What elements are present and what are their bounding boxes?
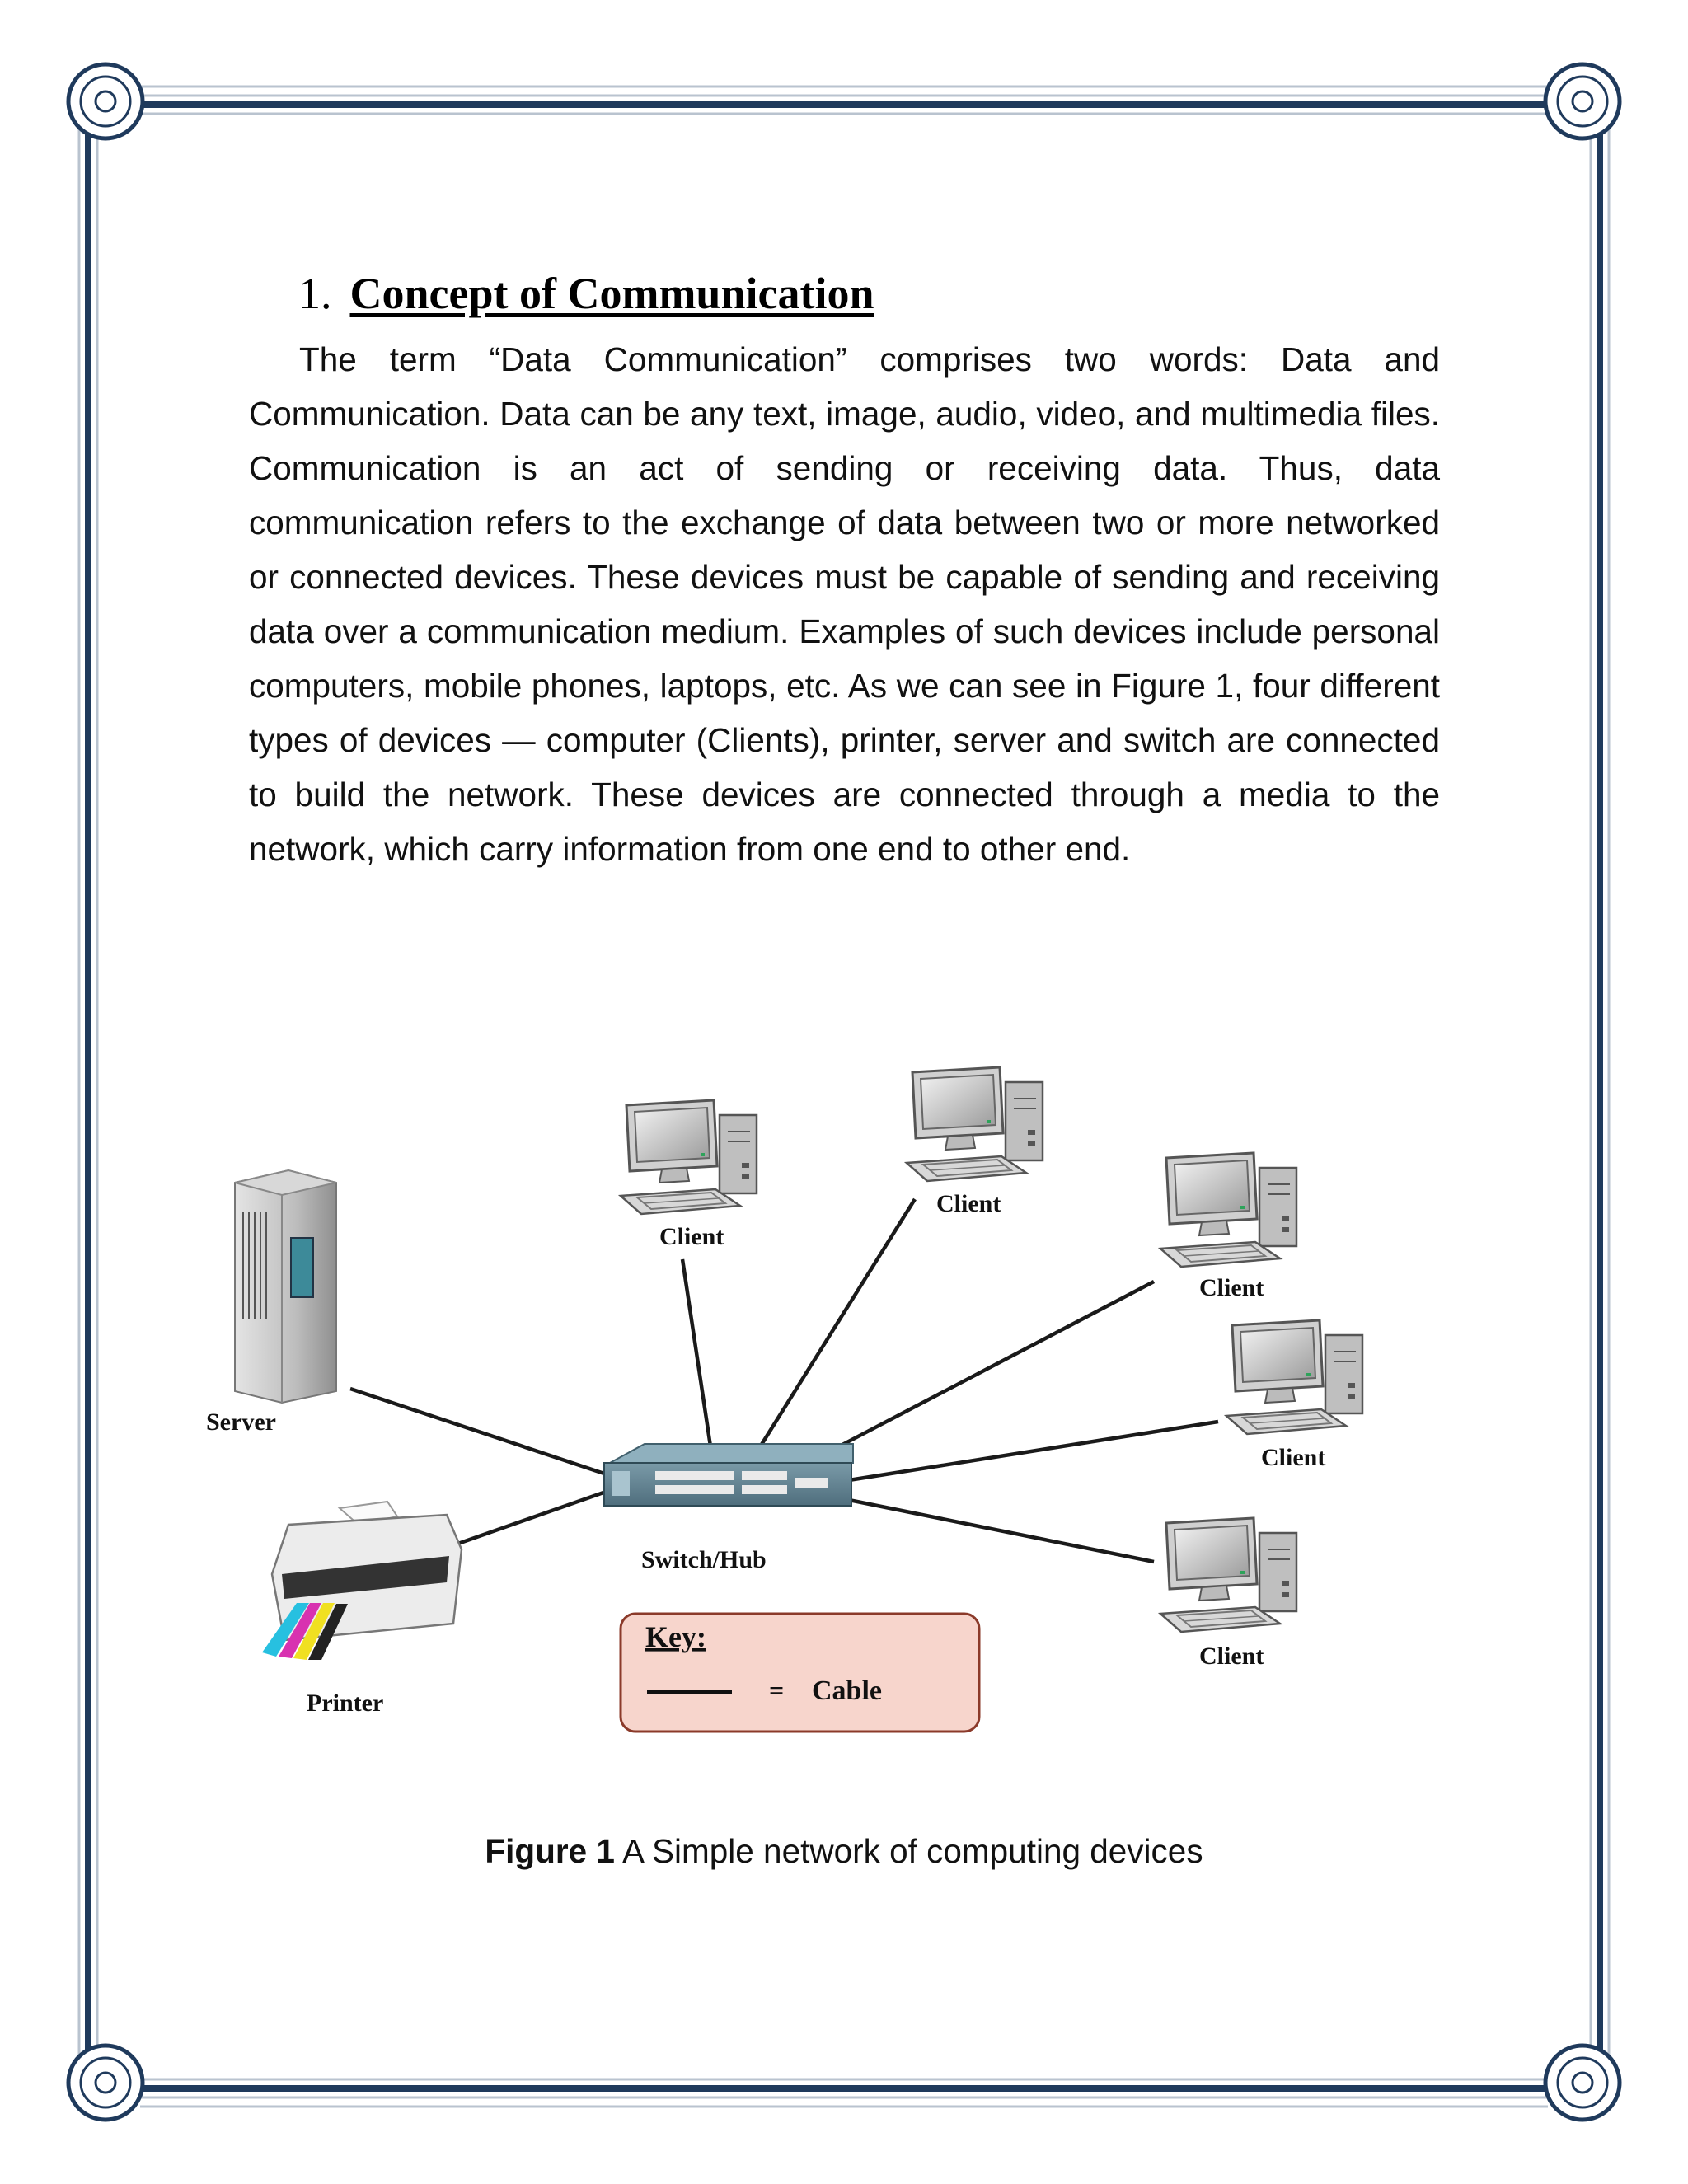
cable-client-4	[848, 1419, 1219, 1483]
client-computer-icon-4	[1225, 1319, 1364, 1436]
figure-caption: Figure 1 A Simple network of computing d…	[0, 1832, 1688, 1871]
cable-server	[349, 1386, 617, 1480]
switch-icon	[603, 1443, 854, 1507]
client-label-1: Client	[659, 1223, 724, 1250]
section-number: 1.	[298, 269, 332, 318]
server-label: Server	[206, 1408, 276, 1436]
body-paragraph: The term “Data Communication” comprises …	[249, 340, 1440, 868]
cable-client-2	[748, 1197, 917, 1465]
key-equals: =	[769, 1675, 784, 1705]
printer-label: Printer	[307, 1690, 383, 1717]
cable-client-5	[848, 1497, 1155, 1564]
figure-caption-text: A Simple network of computing devices	[621, 1832, 1203, 1870]
section-title: Concept of Communication	[349, 269, 874, 318]
client-computer-icon-1	[619, 1099, 758, 1216]
client-label-3: Client	[1199, 1274, 1264, 1301]
section-heading: 1. Concept of Communication	[298, 268, 874, 319]
client-computer-icon-5	[1159, 1516, 1298, 1633]
client-label-2: Client	[936, 1190, 1001, 1217]
switch-label: Switch/Hub	[641, 1546, 767, 1573]
corner-ornament-bottom-left	[66, 2043, 145, 2122]
cables	[349, 1197, 1219, 1564]
cable-client-1	[680, 1258, 715, 1464]
client-computer-icon-2	[905, 1066, 1044, 1183]
corner-ornament-top-left	[66, 62, 145, 141]
cable-client-3	[806, 1280, 1156, 1465]
corner-ornament-top-right	[1543, 62, 1622, 141]
client-label-5: Client	[1199, 1643, 1264, 1670]
client-computer-icon-3	[1159, 1151, 1298, 1268]
corner-ornament-bottom-right	[1543, 2043, 1622, 2122]
cable-printer	[452, 1489, 607, 1548]
key-title: Key:	[645, 1620, 706, 1653]
server-icon	[234, 1169, 337, 1404]
printer-icon	[262, 1500, 463, 1660]
diagram-key: Key: = Cable	[619, 1612, 981, 1733]
client-label-4: Client	[1261, 1444, 1325, 1471]
figure-caption-label: Figure 1	[485, 1832, 615, 1870]
network-diagram: Server Printer Switch/Hub Client Client …	[206, 1066, 1364, 1733]
key-cable-label: Cable	[812, 1675, 882, 1706]
